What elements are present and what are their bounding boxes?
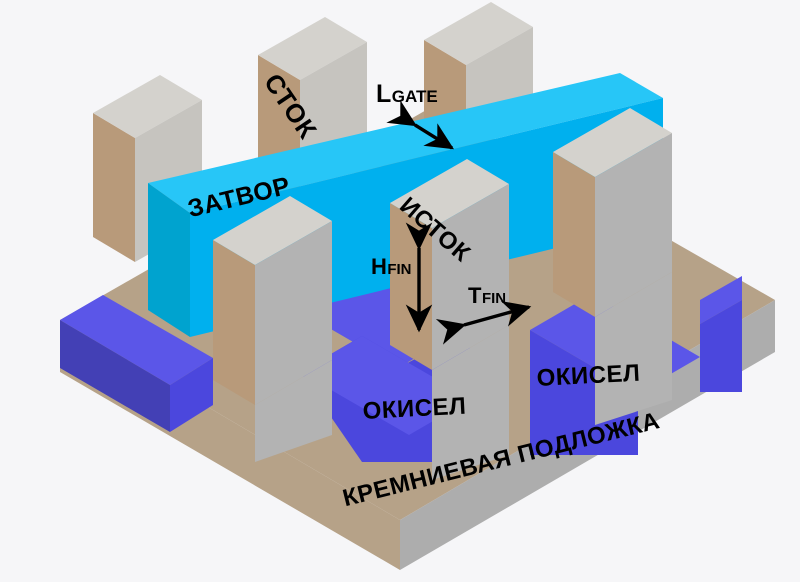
oxide-right-face — [700, 300, 742, 392]
fin-front-3 — [553, 108, 672, 425]
fin-front-1-left — [213, 240, 255, 405]
fin-front-3-left — [553, 152, 595, 317]
fin-front-2-top — [390, 159, 509, 228]
oxide-strip-right — [700, 276, 742, 392]
fin-front-1-right — [255, 221, 332, 405]
label-h-fin-subscript: FIN — [387, 261, 412, 278]
label-oxide-left: ОКИСЕЛ — [362, 392, 468, 425]
fin-front-3-right — [595, 133, 672, 317]
fin-front-1-foot — [255, 360, 332, 462]
label-t-fin-subscript: FIN — [481, 290, 507, 307]
oxide-strip-left — [60, 295, 213, 432]
l-gate-arrow — [386, 100, 455, 150]
label-l-gate-subscript: GATE — [391, 87, 438, 106]
label-l-gate: LGATE — [376, 80, 438, 108]
fin-front-3-top — [553, 108, 672, 177]
oxide-4-face — [530, 330, 638, 455]
gate-front-face — [148, 183, 190, 337]
oxide-3-top-light — [300, 336, 471, 435]
oxide-left-top — [60, 295, 213, 385]
fin-front-2-foot — [432, 325, 509, 480]
t-fin-arrow — [435, 301, 532, 345]
fin-back-1-left — [93, 113, 135, 262]
fin-back-1-top — [93, 75, 202, 138]
label-t-fin: TFIN — [468, 283, 507, 308]
label-h-fin: HFIN — [371, 254, 412, 279]
oxide-left-riser — [170, 358, 213, 432]
fin-front-1-top — [213, 196, 332, 265]
fin-front-1 — [213, 196, 332, 462]
fin-back-2-top — [258, 17, 367, 80]
label-oxide-right: ОКИСЕЛ — [536, 359, 642, 392]
fin-front-3-foot — [595, 272, 672, 425]
oxide-right-top — [700, 276, 742, 324]
oxide-strip-3 — [300, 336, 471, 462]
oxide-left-front — [60, 320, 170, 432]
fin-back-3-top — [424, 2, 533, 65]
